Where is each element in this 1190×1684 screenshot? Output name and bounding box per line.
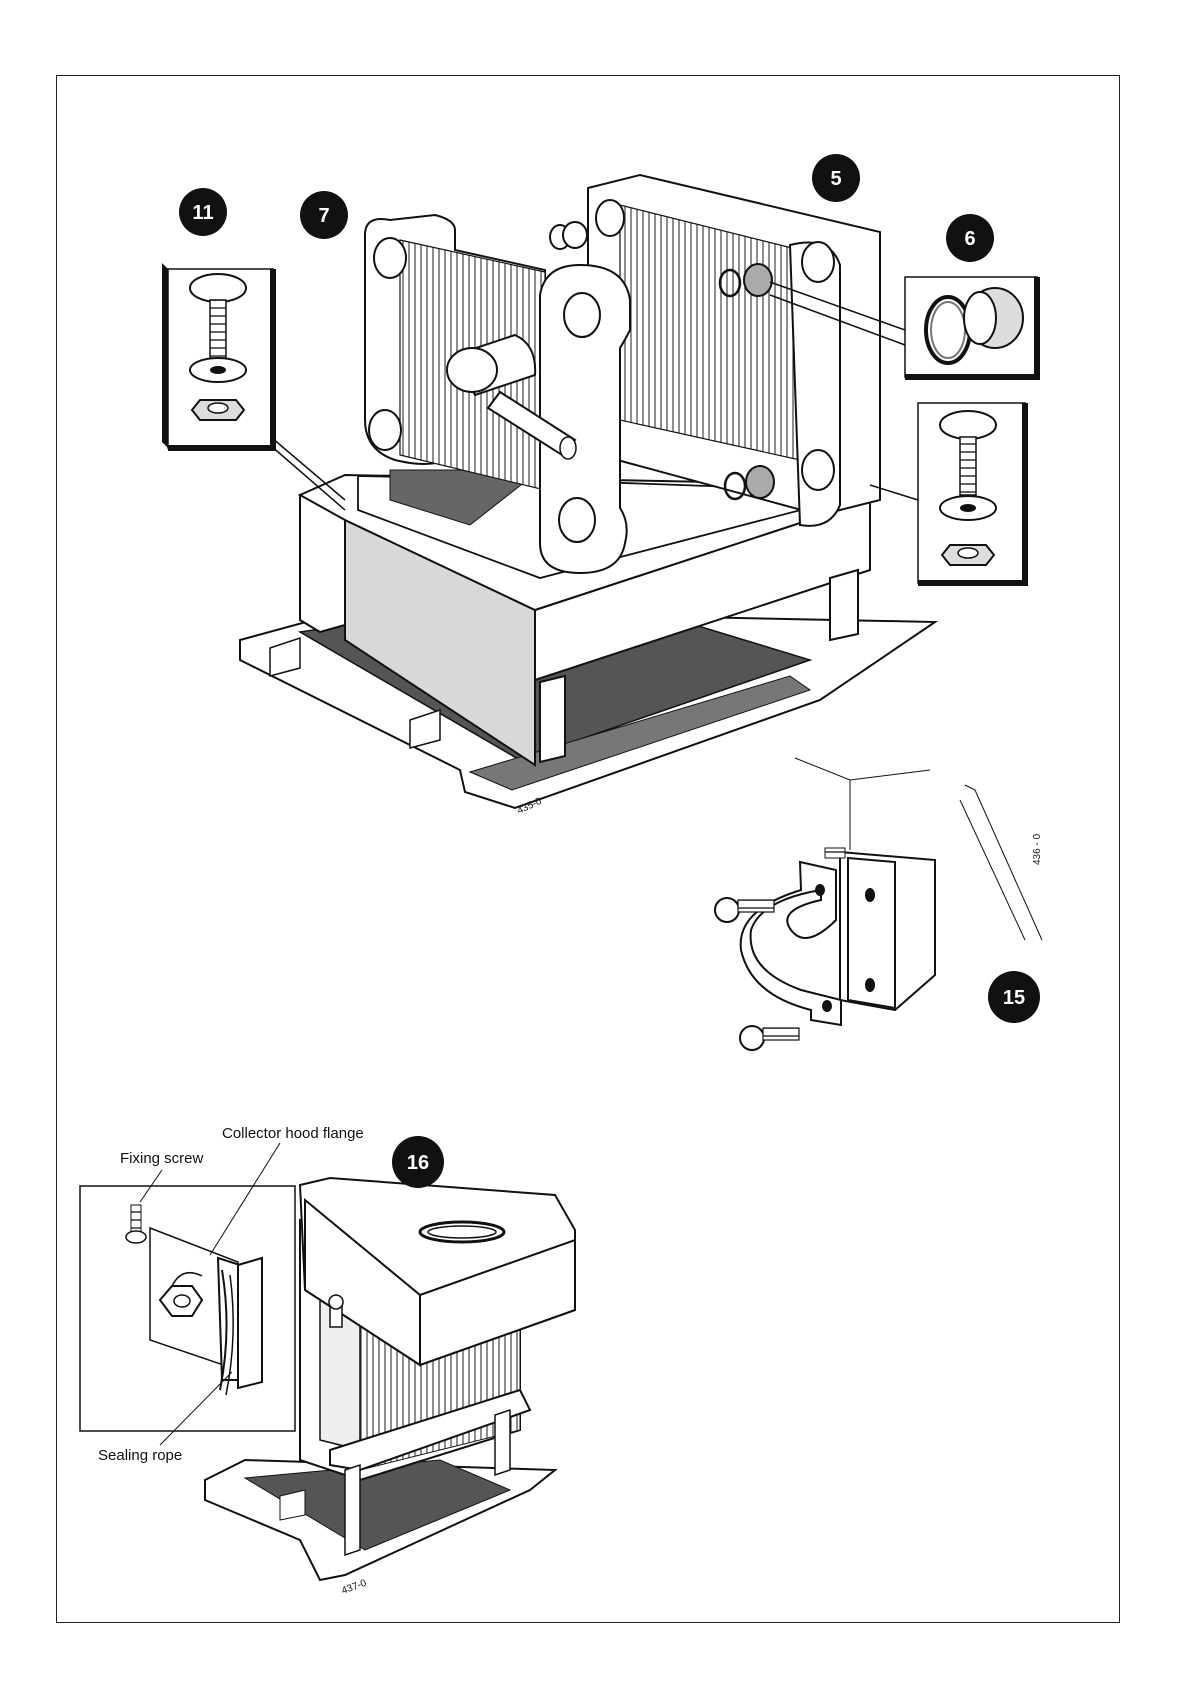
boiler-section-assembly: 11 7 5 6 435-0 bbox=[162, 154, 1037, 817]
label-fixing-screw: Fixing screw bbox=[120, 1150, 204, 1167]
inset-bolt-nut-right bbox=[918, 403, 1025, 583]
callout-5: 5 bbox=[830, 168, 841, 190]
callout-7: 7 bbox=[318, 205, 329, 227]
callout-15: 15 bbox=[1003, 987, 1025, 1009]
figure-ref-436: 436 - 0 bbox=[1032, 833, 1043, 865]
figure-ref-437: 437-0 bbox=[340, 1578, 368, 1597]
inset-flange-detail bbox=[80, 1186, 295, 1431]
wall-bracket-detail: 15 436 - 0 bbox=[715, 758, 1043, 1050]
inset-nipple-ring bbox=[905, 277, 1037, 377]
label-collector-hood-flange: Collector hood flange bbox=[222, 1125, 364, 1142]
collector-hood-assembly: 16 Fixing screw Collector hood flange Se… bbox=[80, 1125, 575, 1597]
label-sealing-rope: Sealing rope bbox=[98, 1447, 182, 1464]
callout-11: 11 bbox=[192, 202, 213, 224]
inset-bolt-nut-left bbox=[162, 263, 273, 448]
callout-6: 6 bbox=[964, 228, 975, 250]
callout-16: 16 bbox=[407, 1152, 429, 1174]
